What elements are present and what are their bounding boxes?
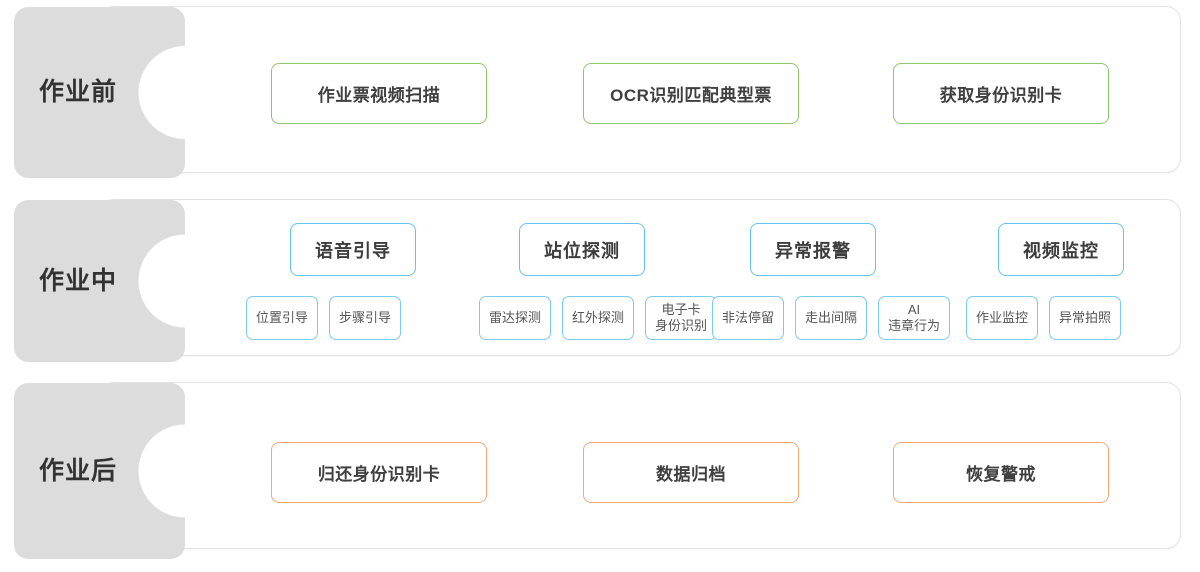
- process-box-before-work-3[interactable]: 获取身份识别卡: [893, 63, 1109, 124]
- chip-line-1: 电子卡: [661, 302, 701, 318]
- stage-label-text-after-work: 作业后: [38, 456, 117, 485]
- chip-list-position-detection: 雷达探测 红外探测 电子卡 身份识别: [479, 296, 718, 340]
- stage-row-before-work: 作业票视频扫描 OCR识别匹配典型票 获取身份识别卡 作业前: [0, 0, 1200, 186]
- chip-line-1: 步骤引导: [339, 310, 392, 326]
- chip-line-2: 违章行为: [888, 318, 941, 333]
- chip-radar-detection[interactable]: 雷达探测: [479, 296, 552, 340]
- chip-ai-violation[interactable]: AI 违章行为: [878, 296, 951, 340]
- process-box-after-work-2[interactable]: 数据归档: [583, 442, 799, 503]
- stage-label-during-work: 作业中: [14, 200, 185, 362]
- process-box-before-work-2[interactable]: OCR识别匹配典型票: [583, 63, 799, 124]
- chip-line-1: 走出间隔: [805, 310, 858, 326]
- chip-infrared-detection[interactable]: 红外探测: [562, 296, 635, 340]
- group-title-voice-guidance[interactable]: 语音引导: [290, 223, 416, 276]
- group-title-video-surveillance[interactable]: 视频监控: [998, 223, 1124, 276]
- stage-label-after-work: 作业后: [14, 383, 185, 559]
- chip-illegal-stay[interactable]: 非法停留: [712, 296, 785, 340]
- stage-row-during-work: 语音引导 位置引导 步骤引导 站位探测 雷达探测: [0, 193, 1200, 369]
- chip-line-1: 异常拍照: [1059, 310, 1112, 326]
- group-title-position-detection[interactable]: 站位探测: [519, 223, 645, 276]
- chip-work-monitoring[interactable]: 作业监控: [966, 296, 1039, 340]
- chip-line-2: 身份识别: [655, 318, 708, 333]
- chip-line-1: AI: [907, 302, 921, 318]
- stage-panel-during-work: 语音引导 位置引导 步骤引导 站位探测 雷达探测: [100, 200, 1180, 355]
- stage-panel-after-work: 归还身份识别卡 数据归档 恢复警戒: [100, 383, 1180, 548]
- process-box-before-work-1[interactable]: 作业票视频扫描: [271, 63, 487, 124]
- item-list-after-work: 归还身份识别卡 数据归档 恢复警戒: [100, 383, 1180, 548]
- chip-position-guidance[interactable]: 位置引导: [246, 296, 319, 340]
- chip-list-video-surveillance: 作业监控 异常拍照: [966, 296, 1122, 340]
- chip-line-1: 非法停留: [722, 310, 775, 326]
- chip-line-1: 红外探测: [572, 310, 625, 326]
- chip-step-guidance[interactable]: 步骤引导: [329, 296, 402, 340]
- chip-list-abnormal-alarm: 非法停留 走出间隔 AI 违章行为: [712, 296, 951, 340]
- chip-list-voice-guidance: 位置引导 步骤引导: [246, 296, 402, 340]
- stage-label-text-during-work: 作业中: [38, 266, 117, 295]
- group-title-abnormal-alarm[interactable]: 异常报警: [750, 223, 876, 276]
- chip-leave-interval[interactable]: 走出间隔: [795, 296, 868, 340]
- chip-ecard-identity[interactable]: 电子卡 身份识别: [645, 296, 718, 340]
- chip-line-1: 雷达探测: [489, 310, 542, 326]
- chip-line-1: 位置引导: [256, 310, 309, 326]
- process-box-after-work-1[interactable]: 归还身份识别卡: [271, 442, 487, 503]
- chip-abnormal-photo[interactable]: 异常拍照: [1049, 296, 1122, 340]
- process-box-after-work-3[interactable]: 恢复警戒: [893, 442, 1109, 503]
- stage-panel-before-work: 作业票视频扫描 OCR识别匹配典型票 获取身份识别卡: [100, 7, 1180, 172]
- chip-line-1: 作业监控: [976, 310, 1029, 326]
- item-list-before-work: 作业票视频扫描 OCR识别匹配典型票 获取身份识别卡: [100, 7, 1180, 172]
- stage-label-before-work: 作业前: [14, 7, 185, 178]
- stage-row-after-work: 归还身份识别卡 数据归档 恢复警戒 作业后: [0, 376, 1200, 572]
- stage-label-text-before-work: 作业前: [38, 78, 117, 106]
